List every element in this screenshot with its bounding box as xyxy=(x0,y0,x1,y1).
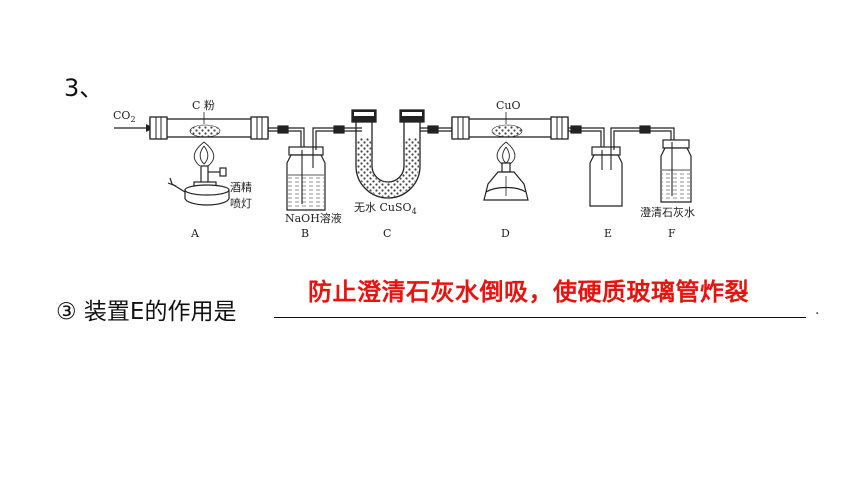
question-prompt: ③ 装置E的作用是 xyxy=(56,299,237,325)
label-c: C xyxy=(383,227,391,240)
flame-a xyxy=(193,141,215,167)
apparatus-a-tube xyxy=(149,116,269,140)
u-tube-c xyxy=(351,109,425,199)
bottle-b xyxy=(286,146,326,211)
co2-inlet-arrow xyxy=(114,124,154,132)
label-f: F xyxy=(668,227,676,240)
reagent-f-label: 澄清石灰水 xyxy=(640,205,695,219)
answer-blank-line xyxy=(274,317,806,318)
connector-b-c xyxy=(312,125,362,150)
connector-d-e xyxy=(568,125,605,150)
reagent-a-label: C 粉 xyxy=(192,99,215,112)
label-b: B xyxy=(301,227,309,240)
bottle-e xyxy=(589,146,623,207)
connector-c-d xyxy=(420,125,452,134)
question-tail: . xyxy=(815,302,820,318)
reagent-d-label: CuO xyxy=(496,99,521,112)
connector-e-f xyxy=(610,125,675,150)
label-a: A xyxy=(190,227,200,240)
bottle-f xyxy=(660,139,692,203)
flame-d xyxy=(496,141,516,165)
apparatus-d-tube xyxy=(451,116,569,140)
alcohol-lamp xyxy=(483,162,529,201)
alcohol-blast-lamp xyxy=(167,165,230,206)
label-d: D xyxy=(501,227,510,240)
label-e: E xyxy=(604,227,612,240)
answer-text: 防止澄清石灰水倒吸，使硬质玻璃管炸裂 xyxy=(308,278,749,306)
question-number: 3、 xyxy=(64,74,104,102)
connector-a-b xyxy=(268,125,305,150)
gas-in-label: CO2 xyxy=(113,109,136,124)
burner-a-label-line1: 酒精 xyxy=(230,181,252,194)
reagent-b-label: NaOH溶液 xyxy=(285,211,342,225)
reagent-c-label: 无水 CuSO4 xyxy=(354,201,417,216)
burner-a-label-line2: 喷灯 xyxy=(230,197,252,210)
experiment-apparatus-diagram: CO2 C 粉 酒精 喷灯 xyxy=(113,99,695,240)
